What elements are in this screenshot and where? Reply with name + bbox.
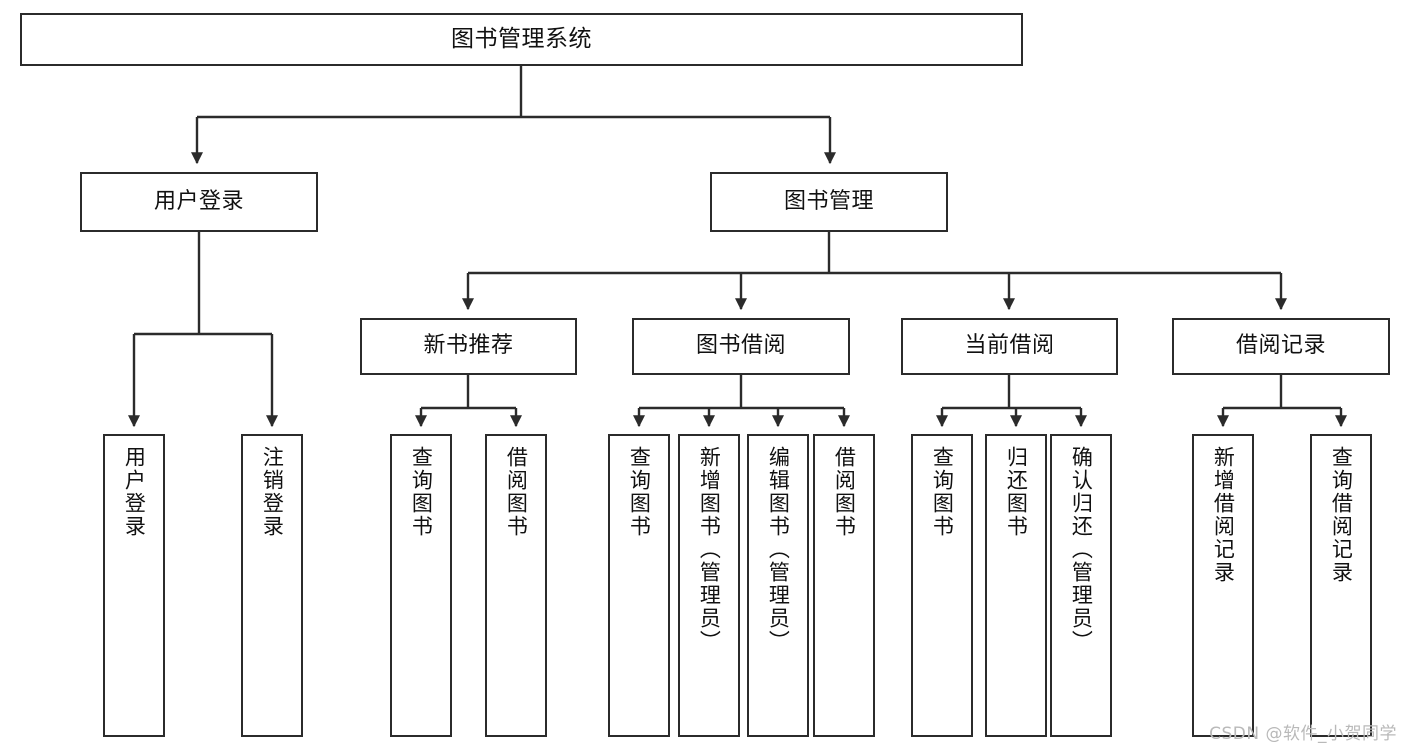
leaf-add-borrow-record[interactable]: 新增借阅记录: [1192, 434, 1254, 737]
node-label: 用户登录: [153, 188, 244, 214]
leaf-query-book-1[interactable]: 查询图书: [390, 434, 452, 737]
node-label: 新书推荐: [423, 333, 514, 359]
node-label: 用户登录: [122, 446, 147, 538]
node-label: 借阅记录: [1235, 333, 1326, 359]
node-label: 当前借阅: [964, 333, 1055, 359]
leaf-edit-book[interactable]: 编辑图书（管理员）: [747, 434, 809, 737]
node-root-system[interactable]: 图书管理系统: [20, 13, 1023, 66]
leaf-confirm-return[interactable]: 确认归还（管理员）: [1050, 434, 1112, 737]
leaf-query-book-3[interactable]: 查询图书: [911, 434, 973, 737]
node-current-borrow[interactable]: 当前借阅: [901, 318, 1118, 375]
node-label: 注销登录: [260, 446, 285, 538]
leaf-query-book-2[interactable]: 查询图书: [608, 434, 670, 737]
node-new-book-recommend[interactable]: 新书推荐: [360, 318, 577, 375]
node-label: 新增图书（管理员）: [697, 446, 722, 653]
node-label: 新增借阅记录: [1211, 446, 1236, 584]
node-label: 查询图书: [627, 446, 652, 538]
leaf-return-book[interactable]: 归还图书: [985, 434, 1047, 737]
node-label: 确认归还（管理员）: [1069, 446, 1094, 653]
leaf-query-borrow-record[interactable]: 查询借阅记录: [1310, 434, 1372, 737]
node-label: 借阅图书: [832, 446, 857, 538]
leaf-borrow-book-2[interactable]: 借阅图书: [813, 434, 875, 737]
node-label: 借阅图书: [504, 446, 529, 538]
node-label: 图书管理: [783, 188, 874, 214]
node-book-manage[interactable]: 图书管理: [710, 172, 948, 232]
node-label: 编辑图书（管理员）: [766, 446, 791, 653]
leaf-user-login[interactable]: 用户登录: [103, 434, 165, 737]
node-label: 查询图书: [930, 446, 955, 538]
node-borrow-record[interactable]: 借阅记录: [1172, 318, 1390, 375]
leaf-logout-login[interactable]: 注销登录: [241, 434, 303, 737]
node-label: 图书借阅: [695, 333, 786, 359]
leaf-borrow-book-1[interactable]: 借阅图书: [485, 434, 547, 737]
node-label: 图书管理系统: [451, 25, 592, 52]
node-label: 归还图书: [1004, 446, 1029, 538]
node-book-borrow[interactable]: 图书借阅: [632, 318, 850, 375]
node-user-login[interactable]: 用户登录: [80, 172, 318, 232]
leaf-add-book[interactable]: 新增图书（管理员）: [678, 434, 740, 737]
node-label: 查询借阅记录: [1329, 446, 1354, 584]
csdn-watermark: CSDN @软件_小贺同学: [1209, 724, 1397, 744]
node-label: 查询图书: [409, 446, 434, 538]
